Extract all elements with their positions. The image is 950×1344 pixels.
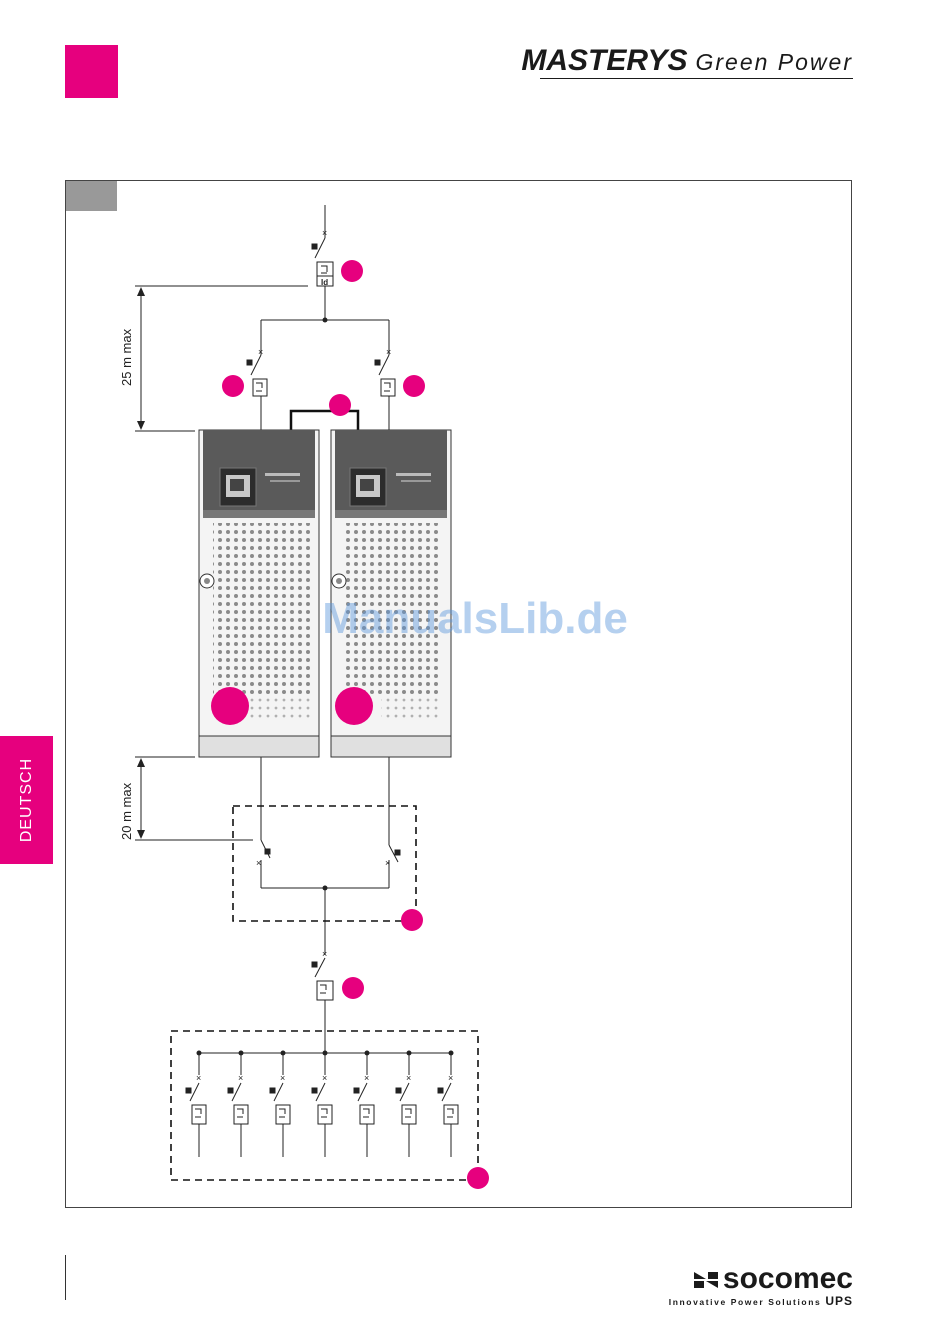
feeder-breaker: × (438, 1051, 458, 1158)
callout-ups-2 (335, 687, 373, 725)
logo-name: socomec (723, 1262, 853, 1295)
svg-text:×: × (406, 1073, 411, 1083)
logo-tagline: Innovative Power Solutions (669, 1297, 822, 1307)
callout-right-breaker (403, 375, 425, 397)
callout-output-switches (401, 909, 423, 931)
callout-main-breaker (341, 260, 363, 282)
feeder-breaker: × (354, 1051, 374, 1158)
feeder-breaker: × (186, 1051, 206, 1158)
parallel-link-cable (291, 411, 358, 430)
dimension-lower-label: 20 m max (119, 782, 134, 840)
callout-distribution (467, 1167, 489, 1189)
socomec-mark-icon (693, 1264, 719, 1298)
left-ups-input-breaker: × (247, 347, 267, 396)
svg-text:×: × (238, 1073, 243, 1083)
svg-text:×: × (322, 949, 327, 959)
svg-text:×: × (448, 1073, 453, 1083)
feeder-breaker: × (312, 1051, 332, 1158)
right-ups-input-breaker: × (375, 347, 395, 396)
output-switches: × × (256, 840, 400, 868)
output-main-breaker: × (312, 949, 333, 1000)
watermark: ManualsLib.de (0, 594, 950, 644)
callout-ups-1 (211, 687, 249, 725)
callout-left-breaker (222, 375, 244, 397)
output-feeders: × × × × × × × (186, 1051, 458, 1158)
svg-text:×: × (280, 1073, 285, 1083)
footer-rule (65, 1255, 66, 1300)
callout-output-breaker (342, 977, 364, 999)
socomec-logo: socomec Innovative Power Solutions UPS (669, 1262, 853, 1308)
dimension-upper-label: 25 m max (119, 328, 134, 386)
feeder-breaker: × (270, 1051, 290, 1158)
svg-text:×: × (385, 858, 390, 868)
breaker-id-label: Id (321, 278, 328, 287)
svg-text:×: × (256, 858, 261, 868)
svg-text:×: × (322, 228, 327, 238)
svg-text:×: × (196, 1073, 201, 1083)
feeder-breaker: × (228, 1051, 248, 1158)
feeder-breaker: × (396, 1051, 416, 1158)
svg-text:×: × (364, 1073, 369, 1083)
callout-parallel-link (329, 394, 351, 416)
logo-suffix: UPS (825, 1294, 853, 1308)
main-breaker: × Id (312, 228, 333, 287)
svg-text:×: × (322, 1073, 327, 1083)
